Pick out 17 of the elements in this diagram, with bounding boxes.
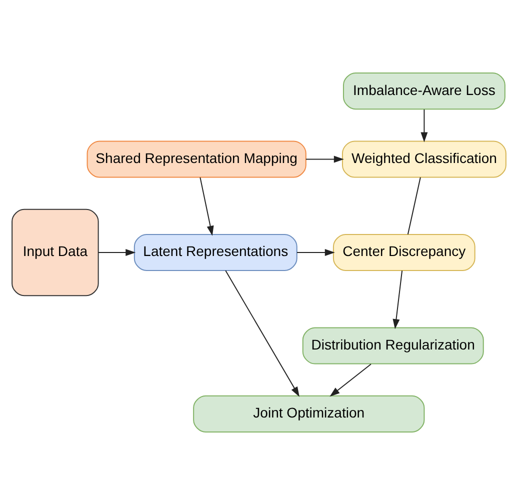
node-box: Distribution Regularization <box>302 326 484 364</box>
connector <box>407 176 421 234</box>
node-box: Joint Optimization <box>193 394 425 432</box>
node-box: Latent Representations <box>134 233 298 271</box>
arrow <box>98 248 136 256</box>
arrow <box>200 176 214 236</box>
arrow <box>306 155 344 162</box>
arrow <box>297 248 335 256</box>
arrow <box>420 108 428 142</box>
node-box: Weighted Classification <box>342 140 506 178</box>
arrow <box>392 270 403 329</box>
arrow <box>225 270 300 396</box>
node-box: Shared Representation Mapping <box>86 140 306 178</box>
node-box: Input Data <box>12 208 99 296</box>
arrow <box>330 363 372 396</box>
node-box: Imbalance-Aware Loss <box>342 72 506 110</box>
node-box: Center Discrepancy <box>332 233 476 271</box>
